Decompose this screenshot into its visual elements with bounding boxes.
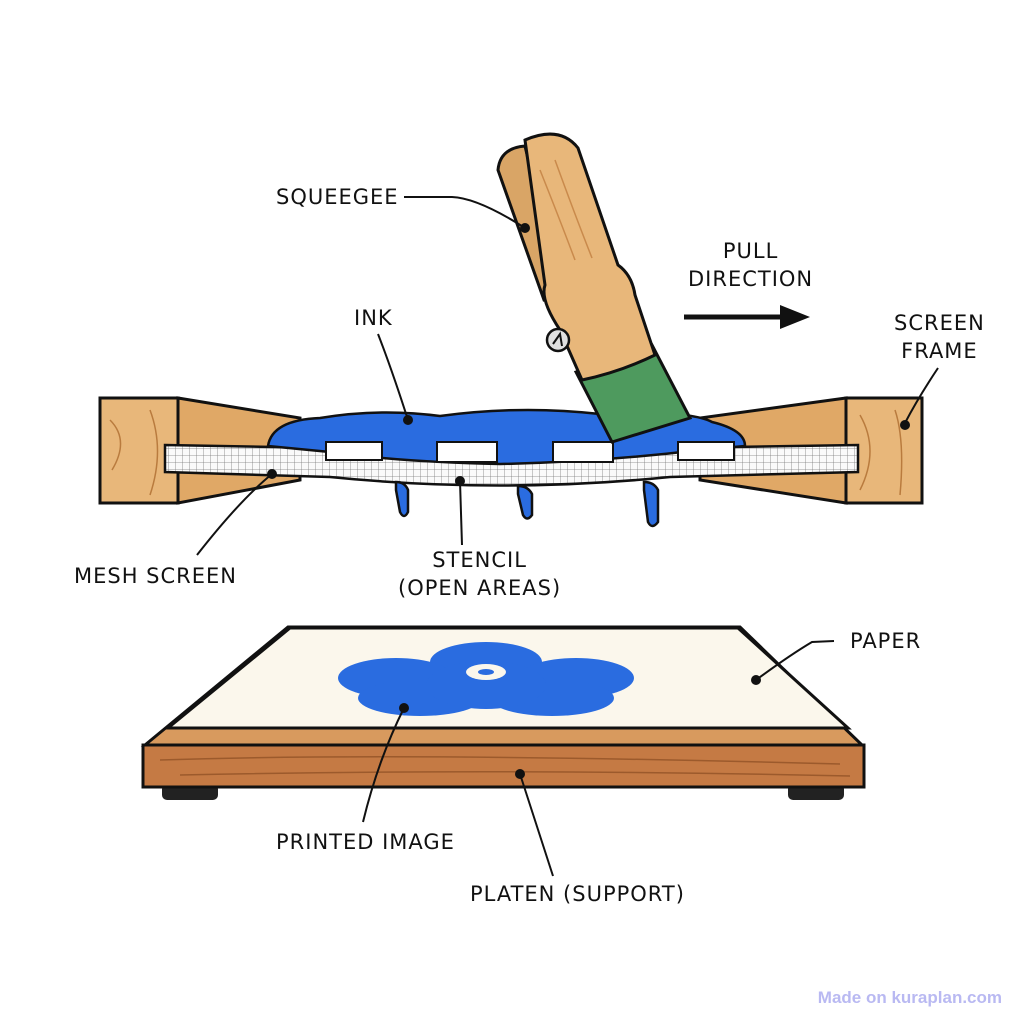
- label-screen-frame: SCREEN FRAME: [894, 309, 985, 365]
- screw-icon: [545, 327, 571, 353]
- label-screen-frame-line2: FRAME: [901, 339, 978, 363]
- label-paper: PAPER: [850, 629, 922, 653]
- label-pull-direction-line2: DIRECTION: [688, 267, 814, 291]
- label-stencil: STENCIL (OPEN AREAS): [398, 546, 561, 602]
- squeegee: [496, 132, 693, 444]
- label-screen-frame-line1: SCREEN: [894, 311, 985, 335]
- watermark: Made on kuraplan.com: [817, 988, 1002, 1007]
- stencil-open-areas: [325, 441, 735, 463]
- label-stencil-line1: STENCIL: [432, 548, 527, 572]
- printed-image: [338, 642, 634, 716]
- leader-dots: [267, 223, 910, 779]
- pull-direction-arrow-icon: [684, 305, 810, 329]
- label-ink: INK: [354, 306, 393, 330]
- label-printed-image: PRINTED IMAGE: [276, 830, 455, 854]
- squeegee-handle: [523, 132, 657, 382]
- label-platen: PLATEN (SUPPORT): [470, 882, 685, 906]
- leader-lines: [196, 196, 939, 877]
- label-stencil-line2: (OPEN AREAS): [398, 576, 562, 600]
- platen-front: [141, 743, 866, 789]
- label-pull-direction: PULL DIRECTION: [688, 237, 813, 293]
- label-mesh-screen: MESH SCREEN: [74, 564, 238, 588]
- label-squeegee: SQUEEGEE: [276, 185, 399, 209]
- label-pull-direction-line1: PULL: [722, 239, 779, 263]
